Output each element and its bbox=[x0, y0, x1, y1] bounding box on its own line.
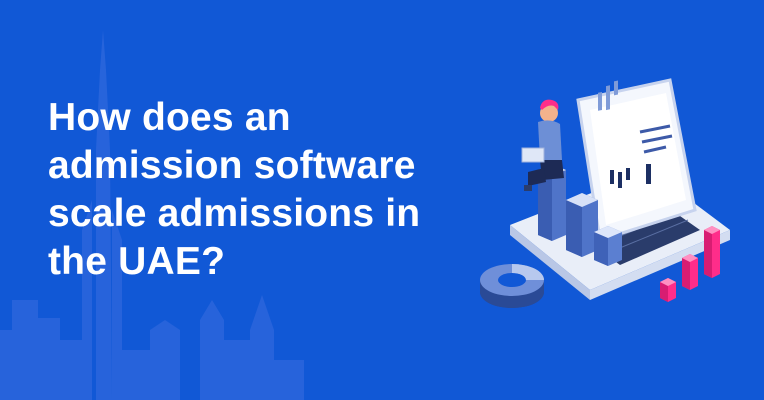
headline-line-4: the UAE? bbox=[48, 240, 226, 283]
laptop-icon bbox=[510, 78, 730, 300]
person-with-laptop-icon bbox=[521, 99, 564, 191]
headline-line-1: How does an bbox=[48, 96, 291, 139]
donut-chart-icon bbox=[480, 264, 544, 308]
admission-software-illustration bbox=[480, 78, 730, 308]
pink-bar-chart-icon bbox=[660, 226, 720, 302]
headline-line-2: admission software bbox=[48, 144, 416, 187]
headline-line-3: scale admissions in bbox=[48, 192, 421, 235]
bar-chart-columns-icon bbox=[538, 164, 622, 266]
headline: How does an admission software scale adm… bbox=[48, 94, 468, 286]
